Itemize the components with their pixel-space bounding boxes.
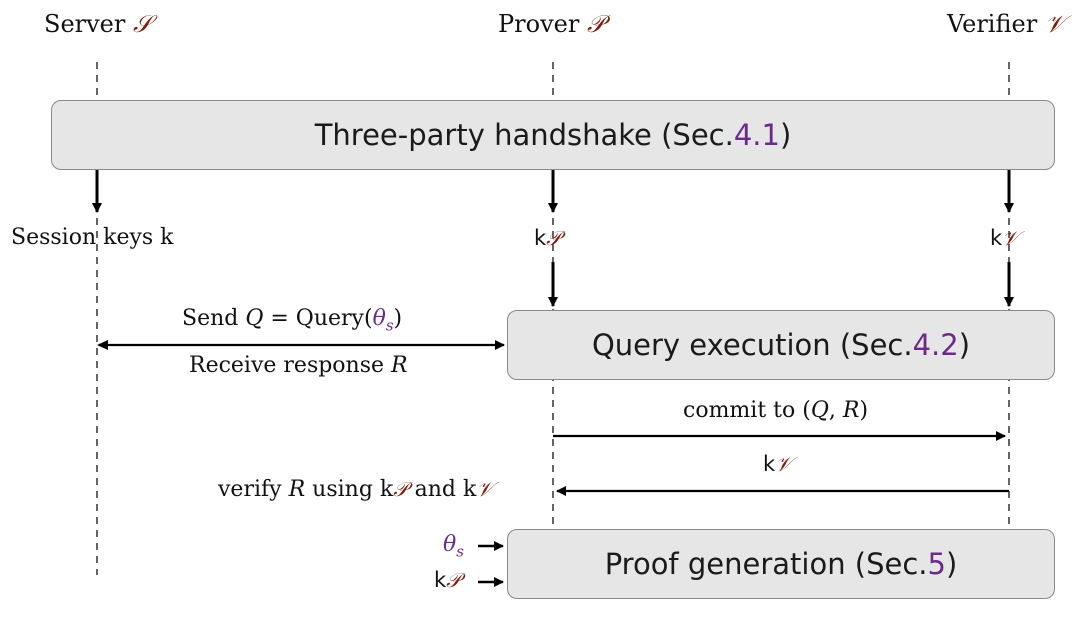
kp-input-label: k𝒫 (434, 568, 461, 592)
verifier-header: Verifier 𝒱 (947, 10, 1065, 38)
send-query-label: Send Q = Query(θs) (182, 306, 403, 335)
query-section-ref: 4.2 (912, 328, 959, 362)
server-symbol: 𝒮 (133, 10, 152, 38)
verifier-key-label: k𝒱 (990, 226, 1019, 250)
query-execution-box: Query execution (Sec. 4.2) (507, 310, 1055, 380)
commit-label: commit to (Q, R) (683, 398, 869, 423)
handshake-box: Three-party handshake (Sec. 4.1) (51, 100, 1055, 170)
proof-section-ref: 5 (927, 547, 946, 581)
handshake-section-ref: 4.1 (733, 118, 780, 152)
verify-label: verify R using k𝒫 and k𝒱 (218, 477, 494, 502)
kv-return-label: k𝒱 (763, 452, 792, 476)
prover-symbol: 𝒫 (586, 10, 605, 38)
theta-input-label: θs (443, 532, 464, 561)
verifier-symbol: 𝒱 (1044, 10, 1065, 38)
server-header: Server 𝒮 (44, 10, 152, 38)
session-keys-label: Session keys k (11, 225, 174, 250)
prover-key-label: k𝒫 (534, 226, 561, 250)
proof-generation-box: Proof generation (Sec. 5) (507, 529, 1055, 599)
receive-response-label: Receive response R (189, 353, 408, 378)
prover-header: Prover 𝒫 (498, 10, 605, 38)
